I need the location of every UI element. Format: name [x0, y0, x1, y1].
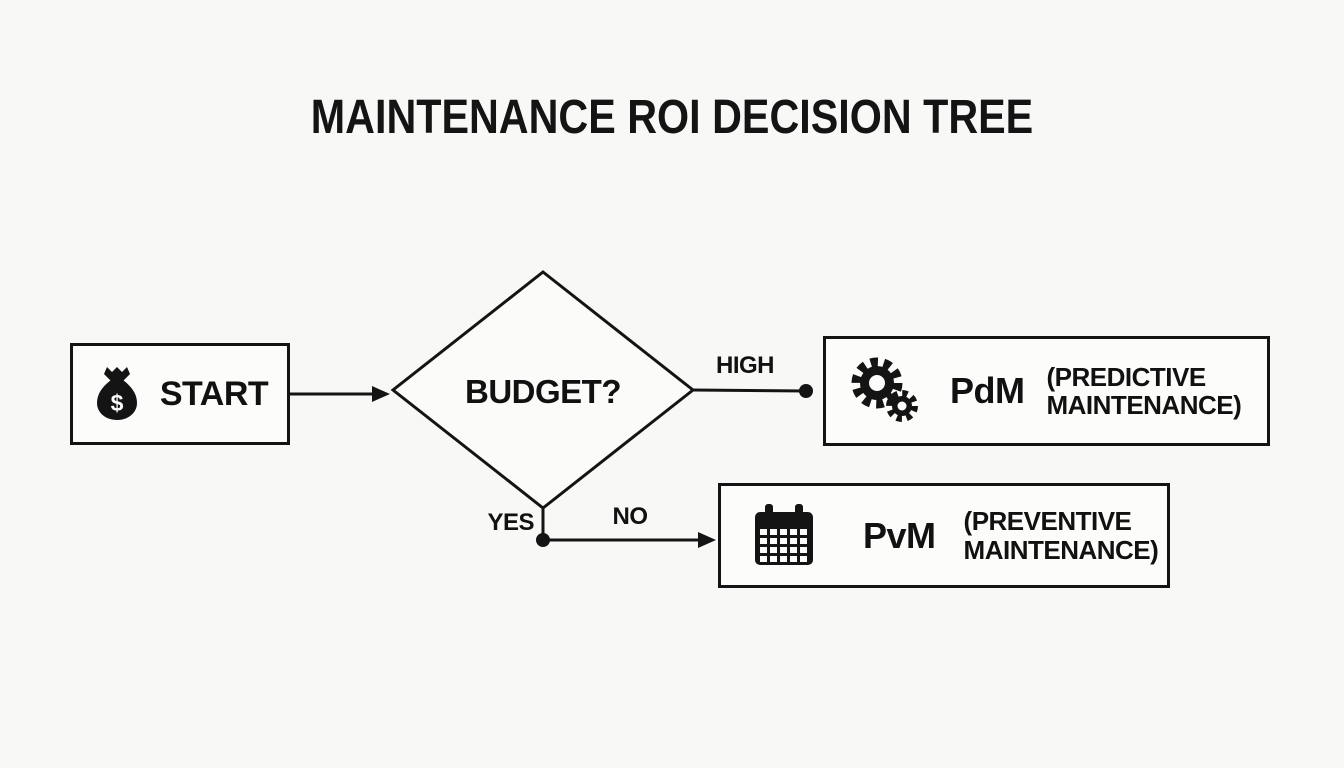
pdm-description-line1: (PREDICTIVE [1046, 361, 1207, 392]
pdm-node: PdM (PREDICTIVE MAINTENANCE) [823, 336, 1270, 446]
gears-icon [846, 353, 922, 429]
dollar-sign: $ [110, 390, 123, 416]
pvm-abbr: PvM [863, 514, 936, 556]
pvm-description-line1: (PREVENTIVE [963, 506, 1132, 537]
pdm-description-line2: MAINTENANCE) [1046, 390, 1242, 420]
pvm-description: (PREVENTIVE MAINTENANCE) [964, 507, 1159, 563]
pvm-description-line2: MAINTENANCE) [963, 534, 1159, 565]
edge-decision-to-pdm [692, 388, 807, 393]
arrowhead-start-to-decision [372, 386, 390, 402]
pvm-node: PvM (PREVENTIVE MAINTENANCE) [718, 483, 1170, 588]
calendar-icon [749, 501, 819, 571]
edge-label-no: NO [612, 503, 649, 530]
diagram-title: MAINTENANCE ROI DECISION TREE [310, 91, 1034, 144]
decision-node-label: BUDGET? [465, 373, 622, 410]
start-label: START [159, 374, 269, 413]
edge-endpoint-dot-pdm [799, 384, 813, 398]
edge-label-high: HIGH [716, 352, 775, 379]
edge-label-yes: YES [487, 509, 534, 536]
pdm-description: (PREDICTIVE MAINTENANCE) [1047, 363, 1242, 419]
arrowhead-decision-to-pvm [698, 532, 716, 548]
money-bag-icon: $ [92, 366, 142, 422]
start-node: $ START [70, 343, 290, 445]
pdm-abbr: PdM [950, 370, 1025, 411]
